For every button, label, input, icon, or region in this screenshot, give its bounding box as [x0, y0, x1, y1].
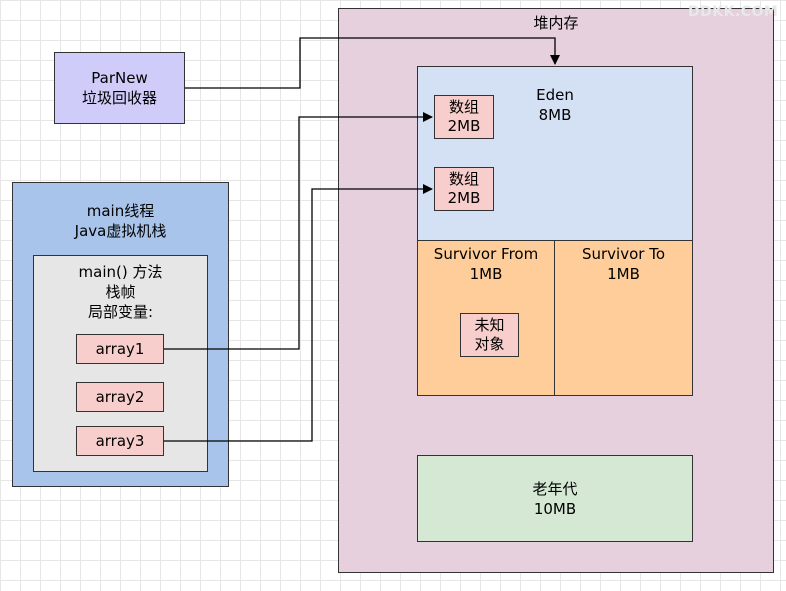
parnew-sublabel: 垃圾回收器	[81, 89, 157, 107]
unknown-object-line1: 未知	[474, 316, 505, 334]
array-label: 数组	[448, 98, 479, 116]
old-gen-size: 10MB	[533, 499, 577, 518]
eden-array-2: 数组 2MB	[434, 167, 494, 211]
stack-label: Java虚拟机栈	[74, 222, 167, 240]
local-vars-label: 局部变量:	[87, 303, 154, 321]
frame-method-label: main() 方法	[78, 263, 163, 281]
watermark: DDKK.COM	[688, 4, 779, 20]
eden-region: Eden 8MB	[417, 66, 693, 241]
old-generation-region: 老年代 10MB	[417, 455, 693, 542]
array-label: 数组	[448, 170, 479, 188]
array-size: 2MB	[447, 189, 481, 207]
unknown-object: 未知 对象	[460, 313, 519, 357]
var-array1: array1	[76, 334, 164, 364]
eden-size: 8MB	[538, 106, 572, 124]
eden-array-1: 数组 2MB	[434, 95, 494, 139]
eden-label: Eden	[536, 86, 574, 104]
var-array3: array3	[76, 426, 164, 456]
var-array2: array2	[76, 382, 164, 412]
parnew-label: ParNew	[91, 69, 148, 87]
heap-memory-title: 堆内存	[533, 14, 579, 32]
array-size: 2MB	[447, 117, 481, 135]
frame-label: 栈帧	[105, 283, 136, 301]
parnew-gc-box: ParNew 垃圾回收器	[54, 52, 185, 124]
thread-label: main线程	[86, 202, 155, 220]
survivor-to-size: 1MB	[607, 265, 640, 283]
survivor-to-label: Survivor To	[581, 245, 666, 263]
survivor-from-size: 1MB	[469, 265, 503, 283]
old-gen-label: 老年代	[532, 479, 578, 498]
unknown-object-line2: 对象	[474, 335, 505, 353]
survivor-from-label: Survivor From	[433, 245, 539, 263]
survivor-to-region: Survivor To 1MB	[554, 240, 693, 396]
